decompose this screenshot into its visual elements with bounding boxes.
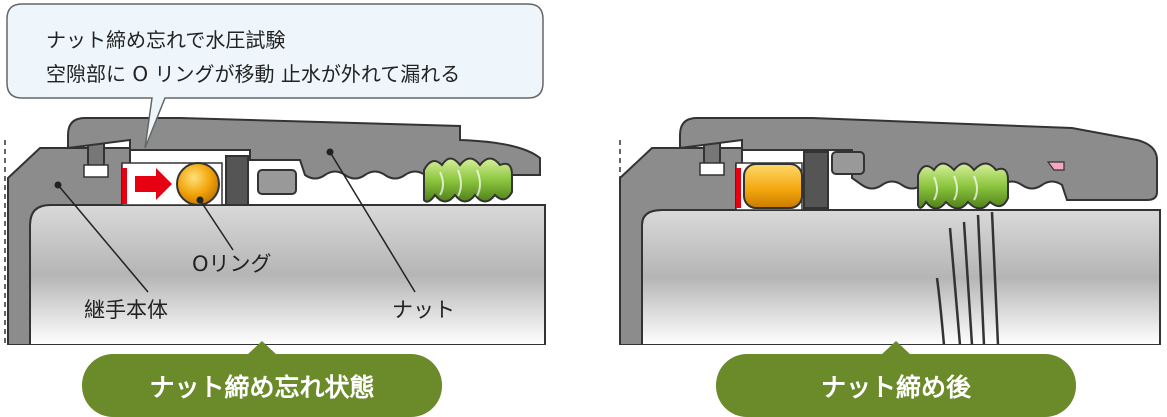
right-cross-section [619, 117, 1161, 345]
left-cross-section [4, 117, 546, 345]
retainer-ring [225, 155, 249, 206]
pipe-body [29, 204, 546, 345]
leader-nut [329, 151, 416, 293]
right-caption-text: ナット締め後 [820, 373, 971, 402]
leader-body [57, 184, 149, 293]
callout-line-1: ナット締め忘れで水圧試験 [46, 28, 286, 52]
body-label: 継手本体 [84, 298, 168, 322]
red-seal-edge [122, 168, 127, 204]
pink-marker [1046, 161, 1065, 171]
green-thread [423, 157, 513, 203]
callout-bubble-shape [6, 3, 544, 149]
gasket-block [257, 169, 297, 195]
leader-oring [199, 199, 234, 251]
pipe-body-right [641, 209, 1161, 345]
left-caption-text: ナット締め忘れ状態 [149, 373, 375, 402]
pipe-scratch-lines [935, 211, 1000, 345]
red-arrow [135, 168, 172, 200]
nut-label: ナット [392, 298, 455, 322]
left-caption-pill [82, 341, 442, 417]
oring-label: Oリング [192, 252, 272, 276]
oring-ball [176, 162, 220, 206]
right-caption-pill [716, 341, 1076, 417]
oring-compressed [743, 163, 803, 209]
callout-line-2: 空隙部に O リングが移動 止水が外れて漏れる [46, 62, 461, 86]
